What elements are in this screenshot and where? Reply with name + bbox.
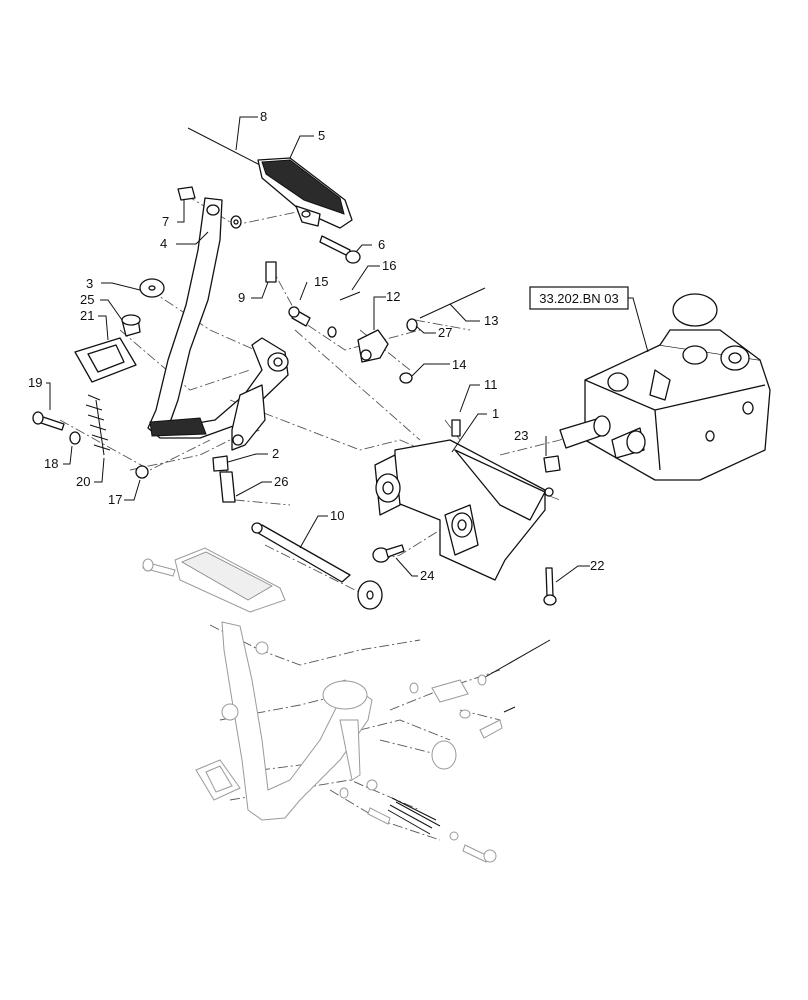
pedal-pad — [187, 127, 353, 229]
callout-26: 26 — [274, 474, 288, 489]
callout-labels: 1 2 3 4 5 6 7 8 9 10 11 12 13 14 15 16 1… — [28, 109, 604, 583]
reference-box[interactable]: 33.202.BN 03 — [529, 286, 649, 353]
pivot-shaft — [251, 522, 383, 610]
pedal-lever — [147, 197, 289, 451]
callout-16: 16 — [382, 258, 396, 273]
callout-22: 22 — [590, 558, 604, 573]
callout-3: 3 — [86, 276, 93, 291]
ghost-assembly — [142, 547, 551, 863]
callout-9: 9 — [238, 290, 245, 305]
callout-2: 2 — [272, 446, 279, 461]
reference-label: 33.202.BN 03 — [539, 291, 619, 306]
callout-12: 12 — [386, 289, 400, 304]
callout-13: 13 — [484, 313, 498, 328]
callout-14: 14 — [452, 357, 466, 372]
callout-19: 19 — [28, 375, 42, 390]
mounting-bracket — [374, 439, 554, 581]
callout-7: 7 — [162, 214, 169, 229]
callout-4: 4 — [160, 236, 167, 251]
callout-leaders — [46, 116, 590, 583]
callout-1: 1 — [492, 406, 499, 421]
callout-15: 15 — [314, 274, 328, 289]
upper-hardware — [32, 186, 486, 503]
bolt-24 — [372, 544, 405, 563]
callout-27: 27 — [438, 325, 452, 340]
callout-23: 23 — [514, 428, 528, 443]
callout-5: 5 — [318, 128, 325, 143]
brake-valve — [559, 293, 771, 481]
callout-8: 8 — [260, 109, 267, 124]
callout-24: 24 — [420, 568, 434, 583]
bolt-22 — [543, 567, 557, 606]
callout-10: 10 — [330, 508, 344, 523]
callout-21: 21 — [80, 308, 94, 323]
callout-18: 18 — [44, 456, 58, 471]
callout-6: 6 — [378, 237, 385, 252]
callout-11: 11 — [484, 377, 498, 392]
callout-17: 17 — [108, 492, 122, 507]
nut-23 — [543, 455, 561, 473]
callout-20: 20 — [76, 474, 90, 489]
callout-25: 25 — [80, 292, 94, 307]
